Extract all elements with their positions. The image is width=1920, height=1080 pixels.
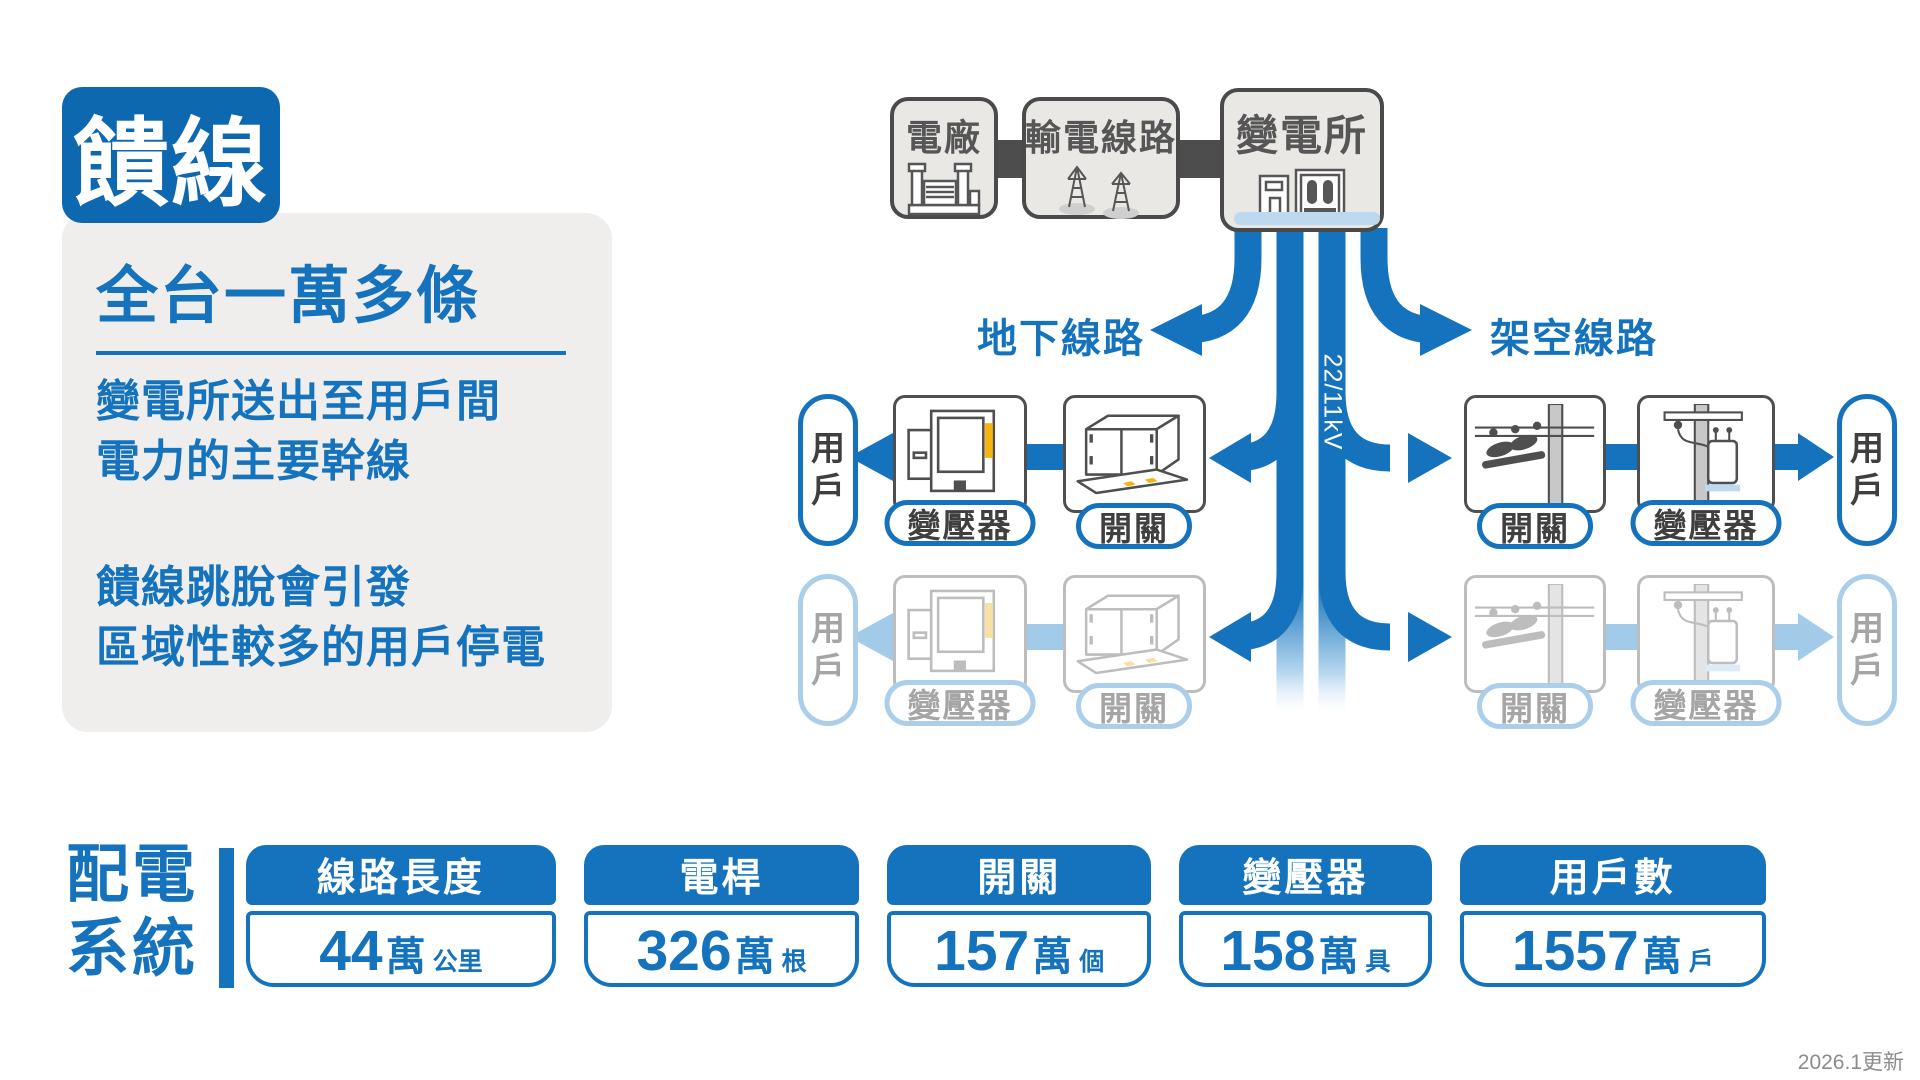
- intro-line-4: 區域性較多的用戶停電: [96, 623, 546, 672]
- power-plant-label: 電廠: [905, 117, 982, 158]
- headline-divider: [96, 351, 566, 355]
- switchgear-icon: [1076, 594, 1189, 674]
- switch-pill-overhead-1: 開關: [1477, 503, 1593, 549]
- stat-wan: 萬: [385, 935, 426, 979]
- stat-wan: 萬: [1032, 935, 1073, 979]
- pad-transformer-box-1: [893, 395, 1027, 513]
- stat-label: 線路長度: [246, 845, 556, 905]
- user-pill-underground-2: 用戶: [798, 574, 858, 726]
- chain-box-substation: 變電所: [1220, 88, 1384, 232]
- stat-label: 電桿: [583, 845, 860, 905]
- power-plant-icon: [906, 161, 982, 217]
- switchgear-box-1: [1063, 395, 1206, 513]
- pole-switch-icon: [1475, 403, 1595, 505]
- transmission-towers-icon: [1051, 161, 1151, 219]
- pad-transformer-icon: [907, 409, 996, 492]
- stats-title-line2: 系統: [66, 914, 198, 984]
- switch-pill-underground-2: 開關: [1076, 683, 1192, 729]
- overhead-line-label: 架空線路: [1490, 317, 1658, 361]
- stat-unit: 個: [1079, 948, 1105, 976]
- substation-label: 變電所: [1235, 112, 1368, 159]
- stat-unit: 公里: [432, 948, 483, 976]
- pole-transformer-box-2: [1637, 575, 1775, 693]
- stat-wan: 萬: [734, 935, 775, 979]
- stat-unit: 根: [781, 948, 807, 976]
- chain-connector-2: [1176, 140, 1228, 178]
- intro-paragraph-1: 變電所送出至用戶間 電力的主要幹線: [96, 372, 501, 492]
- pole-switch-icon: [1475, 583, 1595, 685]
- stat-unit: 具: [1365, 948, 1391, 976]
- user-pill-underground-1: 用戶: [798, 394, 858, 546]
- stat-label: 用戶數: [1459, 845, 1766, 905]
- user-pill-overhead-1: 用戶: [1837, 394, 1897, 546]
- pole-transformer-box-1: [1637, 395, 1775, 513]
- stats-title-line1: 配電: [66, 840, 198, 910]
- stat-wan: 萬: [1318, 935, 1359, 979]
- pad-transformer-box-2: [893, 575, 1027, 693]
- intro-line-1: 變電所送出至用戶間: [96, 377, 501, 426]
- transformer-pill-overhead-2: 變壓器: [1630, 680, 1782, 726]
- stat-label: 開關: [887, 845, 1152, 905]
- stats-section-title: 配電 系統: [66, 838, 198, 986]
- pole-switch-box-2: [1464, 575, 1606, 693]
- user-pill-overhead-2: 用戶: [1837, 574, 1897, 726]
- intro-line-2: 電力的主要幹線: [96, 437, 411, 486]
- stat-number: 158: [1220, 919, 1316, 983]
- stat-label: 變壓器: [1179, 845, 1432, 905]
- underground-line-label: 地下線路: [977, 317, 1145, 361]
- pole-transformer-icon: [1663, 403, 1744, 505]
- intro-headline: 全台一萬多條: [96, 262, 481, 331]
- transformer-pill-underground-1: 變壓器: [884, 500, 1036, 546]
- voltage-label: 22/11kV: [1318, 353, 1347, 451]
- update-note: 2026.1更新: [1797, 1051, 1904, 1074]
- pole-switch-box-1: [1464, 395, 1606, 513]
- switchgear-icon: [1076, 414, 1189, 494]
- chain-box-transmission: 輸電線路: [1022, 97, 1180, 219]
- stats-divider: [219, 848, 234, 988]
- stat-wan: 萬: [1641, 935, 1682, 979]
- transformer-pill-underground-2: 變壓器: [884, 680, 1036, 726]
- switch-pill-underground-1: 開關: [1076, 503, 1192, 549]
- pad-transformer-icon: [907, 589, 996, 672]
- stat-number: 44: [319, 919, 383, 983]
- intro-paragraph-2: 饋線跳脫會引發 區域性較多的用戶停電: [96, 558, 546, 678]
- switch-pill-overhead-2: 開關: [1477, 683, 1593, 729]
- page-title: 饋線: [62, 87, 280, 223]
- stat-unit: 戶: [1688, 948, 1714, 976]
- intro-panel: [62, 213, 612, 732]
- stat-number: 157: [934, 919, 1030, 983]
- transformer-pill-overhead-1: 變壓器: [1630, 500, 1782, 546]
- transmission-label: 輸電線路: [1025, 117, 1178, 158]
- pole-transformer-icon: [1663, 583, 1744, 685]
- switchgear-box-2: [1063, 575, 1206, 693]
- substation-output-bar: [1234, 212, 1380, 225]
- chain-box-power-plant: 電廠: [890, 97, 998, 219]
- intro-line-3: 饋線跳脫會引發: [96, 563, 411, 612]
- stat-number: 1557: [1511, 919, 1639, 983]
- stat-number: 326: [636, 919, 732, 983]
